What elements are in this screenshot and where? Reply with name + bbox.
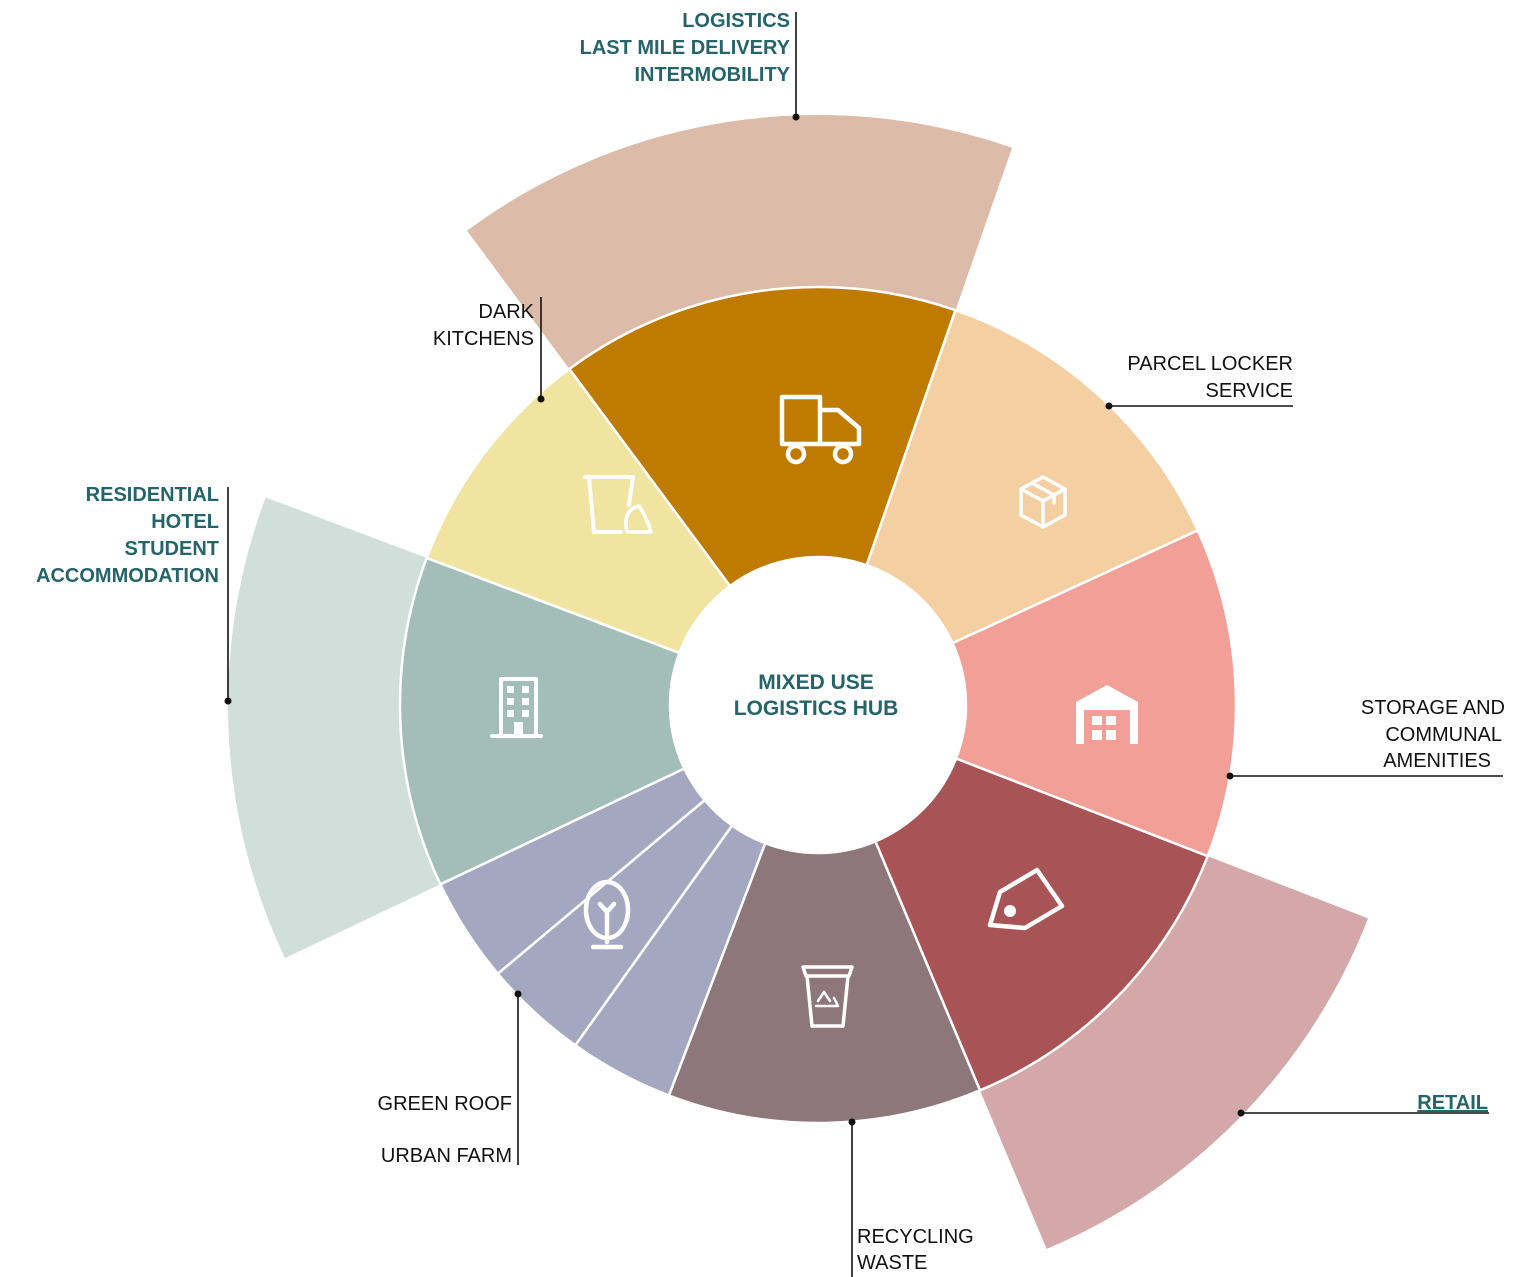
outer-extension-retail	[978, 854, 1369, 1249]
tree-icon	[583, 879, 631, 950]
truck-icon	[779, 394, 862, 465]
leader-residential	[224, 487, 232, 705]
label-parcel-locker-line-1: PARCEL LOCKER	[1127, 353, 1293, 375]
label-dark-kitchens-line-1: DARK	[478, 301, 534, 323]
label-logistics-line-3: INTERMOBILITY	[634, 64, 790, 86]
leader-green-roof	[514, 990, 522, 1165]
center-title-line-1: MIXED USE	[758, 671, 874, 694]
label-storage-line-2: COMMUNAL	[1385, 724, 1502, 746]
price-tag-icon	[987, 867, 1065, 931]
outer-extension-logistics	[467, 115, 1013, 373]
label-parcel-locker: PARCEL LOCKER SERVICE	[1127, 353, 1293, 402]
leader-retail	[1237, 1109, 1489, 1117]
label-residential-line-4: ACCOMMODATION	[36, 565, 219, 587]
leader-dark-kitchens	[537, 297, 545, 403]
label-dark-kitchens: DARK KITCHENS	[433, 301, 535, 350]
label-residential-line-1: RESIDENTIAL	[86, 484, 219, 506]
label-recycling: RECYCLING WASTE	[857, 1226, 974, 1274]
label-retail-line-1: RETAIL	[1417, 1092, 1488, 1114]
center-hub	[670, 557, 966, 853]
label-logistics: LOGISTICS LAST MILE DELIVERY INTERMOBILI…	[580, 10, 791, 86]
building-icon	[490, 677, 543, 738]
center-title-line-2: LOGISTICS HUB	[734, 697, 899, 720]
leader-storage	[1226, 772, 1503, 780]
inner-ring-sectors	[398, 285, 1238, 1125]
leader-logistics	[792, 12, 800, 121]
sector-dark-kitchens	[425, 367, 732, 655]
label-storage-line-3: AMENITIES	[1383, 750, 1491, 772]
label-logistics-line-1: LOGISTICS	[682, 10, 790, 32]
box-icon	[1019, 475, 1067, 529]
label-residential-line-2: HOTEL	[151, 511, 219, 533]
food-container-icon	[583, 475, 653, 534]
label-parcel-locker-line-2: SERVICE	[1206, 380, 1293, 402]
label-retail: RETAIL	[1417, 1092, 1488, 1114]
label-dark-kitchens-line-2: KITCHENS	[433, 328, 534, 350]
label-green-roof: GREEN ROOF URBAN FARM	[378, 1093, 512, 1167]
label-recycling-line-1: RECYCLING	[857, 1226, 974, 1248]
leader-parcel-locker	[1105, 402, 1293, 410]
outer-ring-extensions	[228, 115, 1369, 1249]
label-residential-line-3: STUDENT	[125, 538, 219, 560]
label-logistics-line-2: LAST MILE DELIVERY	[580, 37, 791, 59]
label-recycling-line-2: WASTE	[857, 1252, 927, 1274]
outer-extension-residential	[228, 497, 445, 959]
leader-recycling	[848, 1118, 856, 1277]
label-green-roof-line-1: GREEN ROOF	[378, 1093, 512, 1115]
warehouse-icon	[1076, 685, 1138, 744]
label-storage: STORAGE AND COMMUNAL AMENITIES	[1361, 697, 1505, 772]
label-storage-line-1: STORAGE AND	[1361, 697, 1505, 719]
recycle-bin-icon	[801, 965, 854, 1028]
label-residential: RESIDENTIAL HOTEL STUDENT ACCOMMODATION	[36, 484, 219, 587]
label-urban-farm-line-2: URBAN FARM	[381, 1145, 512, 1167]
